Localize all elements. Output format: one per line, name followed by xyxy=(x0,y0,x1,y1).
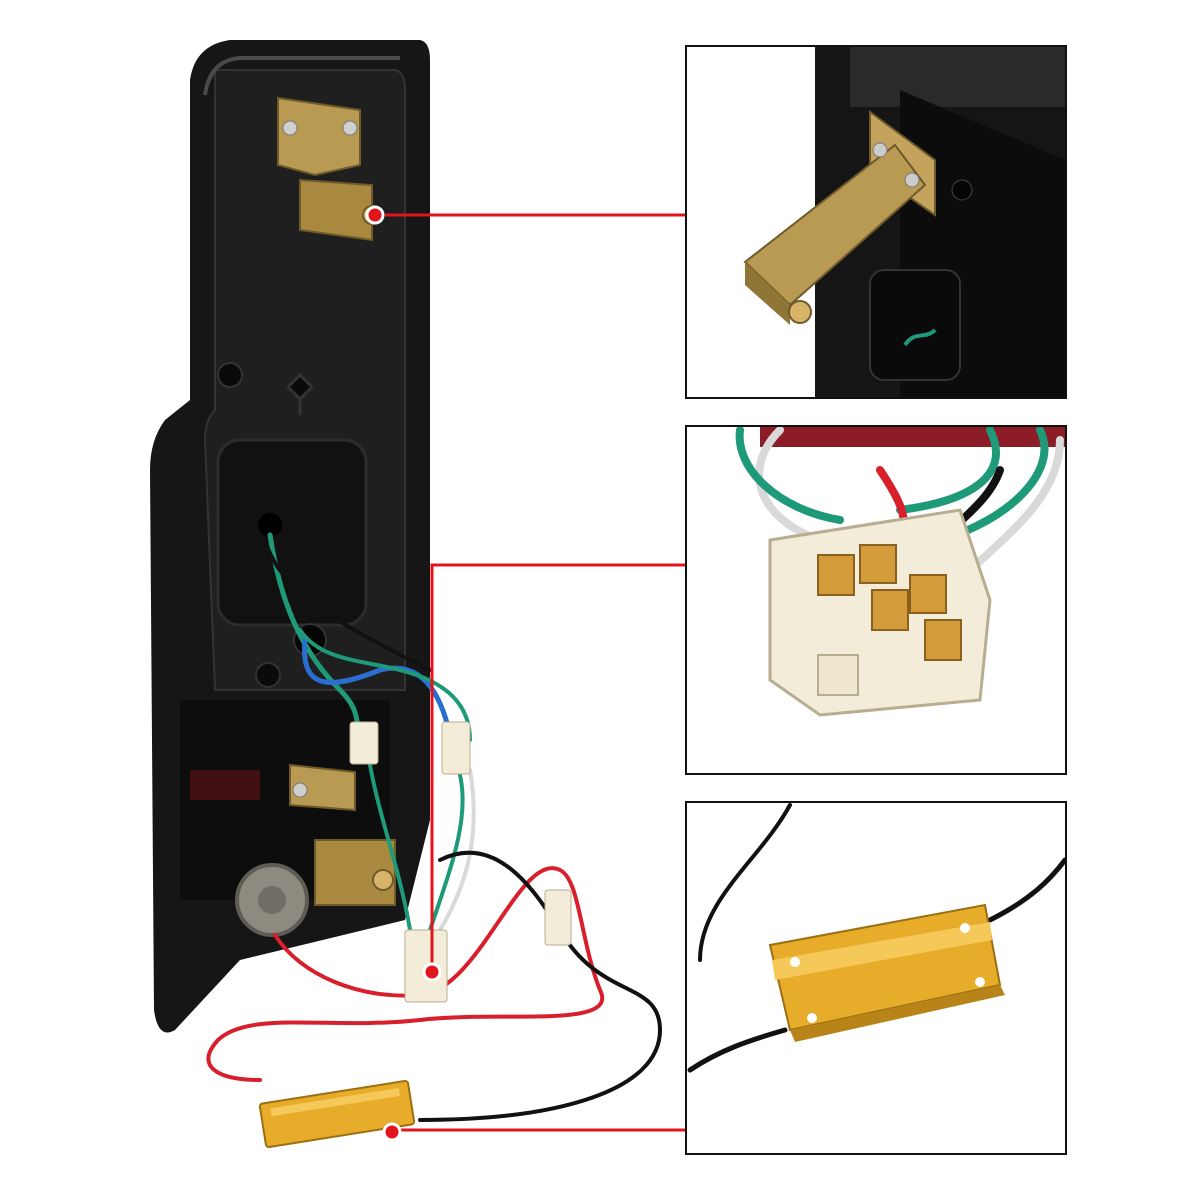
housing-highlight xyxy=(203,56,400,96)
mount-screw-icon xyxy=(217,362,243,388)
socket-hole xyxy=(258,513,282,537)
inset-resistor xyxy=(685,801,1067,1155)
inset-bracket xyxy=(685,45,1067,399)
load-resistor xyxy=(258,1079,416,1149)
small-connector-1 xyxy=(349,721,379,765)
callout-line-connector xyxy=(430,563,685,972)
inline-connector xyxy=(544,889,572,946)
mount-pin-icon xyxy=(285,372,315,415)
callout-lines xyxy=(385,213,685,1132)
small-connector-2 xyxy=(441,721,471,775)
callout-marker-resistor xyxy=(382,1122,402,1142)
callout-marker-connector xyxy=(422,962,442,982)
wiring-harness xyxy=(206,532,663,1122)
bulb-socket-center xyxy=(258,886,286,914)
taillight-photo xyxy=(150,40,663,1149)
lower-bracket xyxy=(289,763,396,906)
mount-screw-lower-icon xyxy=(255,662,281,688)
red-lens-glint xyxy=(190,770,260,800)
socket-cover xyxy=(216,438,368,627)
callout-marker-bracket xyxy=(365,205,385,225)
callout-markers xyxy=(365,205,442,1142)
inset-connector xyxy=(685,425,1067,775)
